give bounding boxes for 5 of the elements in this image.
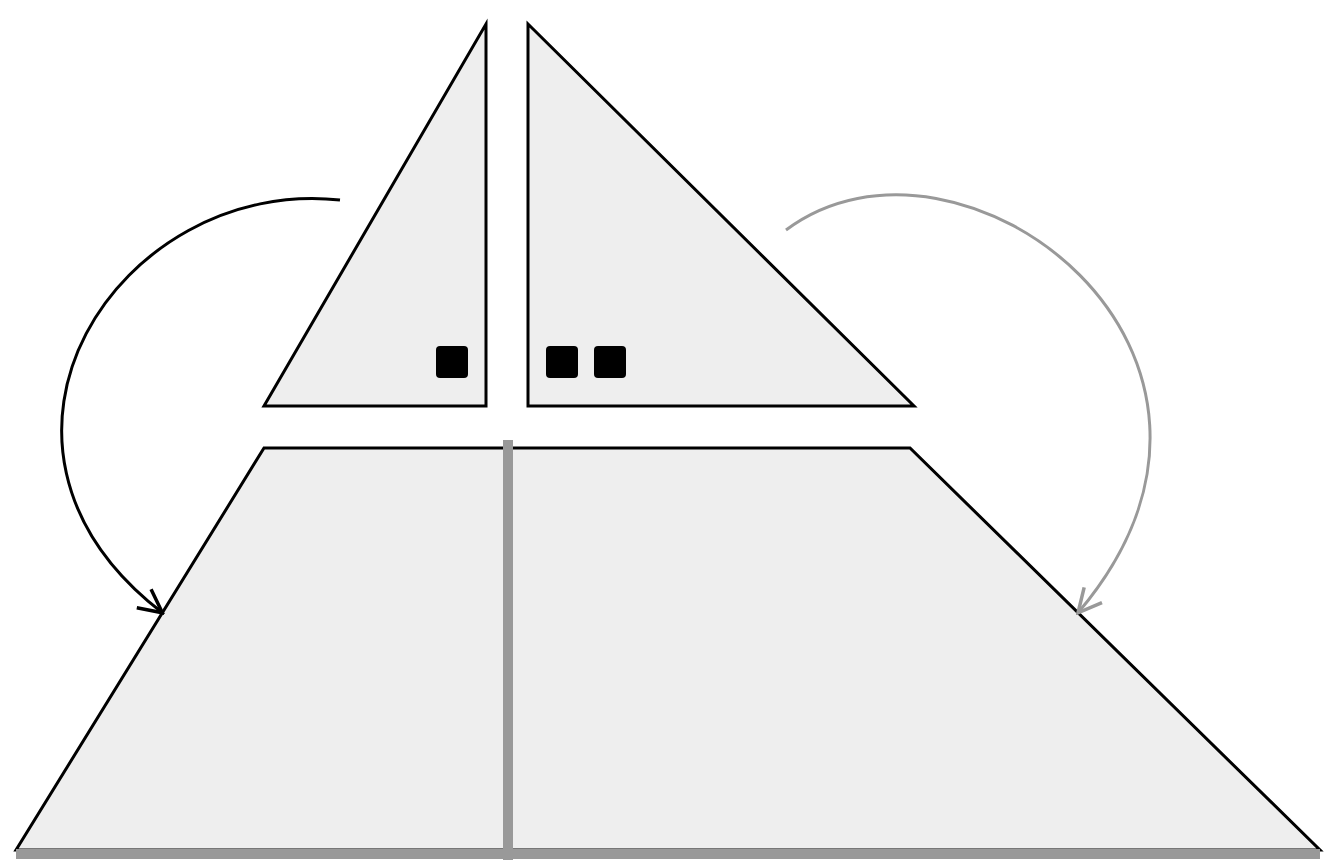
curved-arrow [785,194,1152,615]
curved-arrow [60,198,340,615]
trapezoid-shape [14,446,1322,852]
triangle-shape [262,22,488,408]
triangle-shape [526,22,916,408]
